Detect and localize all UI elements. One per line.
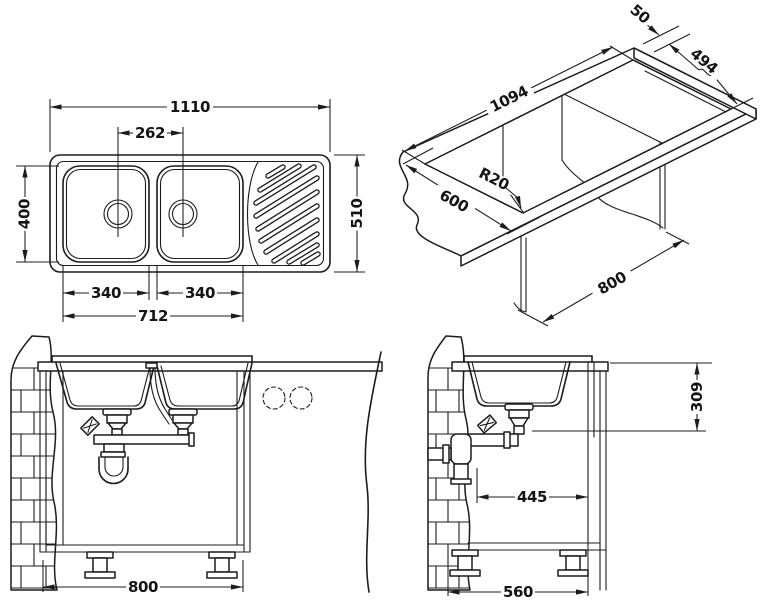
worktop-section: [451, 361, 609, 372]
bowl-right: [156, 165, 244, 263]
worktop-section: [37, 361, 383, 372]
front-dimensions: 800: [42, 560, 244, 596]
dim-bowls-overall: 712: [138, 307, 168, 325]
tap-hole-knockouts: [262, 386, 313, 410]
dim-rim-to-cutout: 50: [627, 1, 654, 28]
dim-cabinet-width: 800: [128, 578, 158, 596]
isometric-cutout-view: 1094 600 R20 50: [398, 1, 757, 327]
dim-bowl2-length: 340: [185, 284, 215, 302]
radius-leader: [505, 187, 522, 209]
break-line: [364, 351, 382, 593]
side-dimensions: 309 445 560: [447, 362, 712, 600]
sink-section: [51, 355, 253, 425]
adjustable-feet: [449, 549, 589, 577]
isometric-dimensions: 1094 600 R20 50: [401, 1, 754, 327]
bowl-left: [62, 165, 150, 263]
plan-dimensions: 1110 262 400 510 340 340: [16, 98, 367, 325]
drainboard-ribs: [253, 163, 321, 266]
valve-fitting: [80, 416, 100, 436]
dim-overall-length: 1110: [170, 98, 210, 116]
cabinet-carcass: [39, 370, 251, 553]
waste-trap-assembly: [80, 408, 198, 485]
valve-fitting: [476, 414, 498, 434]
adjustable-feet: [84, 551, 238, 579]
sink-outline: [49, 154, 331, 273]
drainer-edge: [247, 161, 259, 266]
side-section-view: 309 445 560: [427, 335, 712, 600]
dim-bowl1-length: 340: [91, 284, 121, 302]
dim-outlet-offset: 445: [517, 488, 547, 506]
waste-pipe-assembly: [427, 403, 706, 485]
plan-view: 1110 262 400 510 340 340: [16, 98, 367, 325]
dim-bowl-width: 400: [16, 199, 34, 229]
dim-waste-centres: 262: [135, 124, 165, 142]
dim-overall-depth: 510: [348, 198, 366, 228]
front-section-view: 800: [10, 335, 383, 596]
dim-outlet-height: 309: [688, 382, 706, 412]
dim-cabinet-depth: 560: [503, 583, 533, 600]
worktop-slab: [398, 47, 757, 267]
